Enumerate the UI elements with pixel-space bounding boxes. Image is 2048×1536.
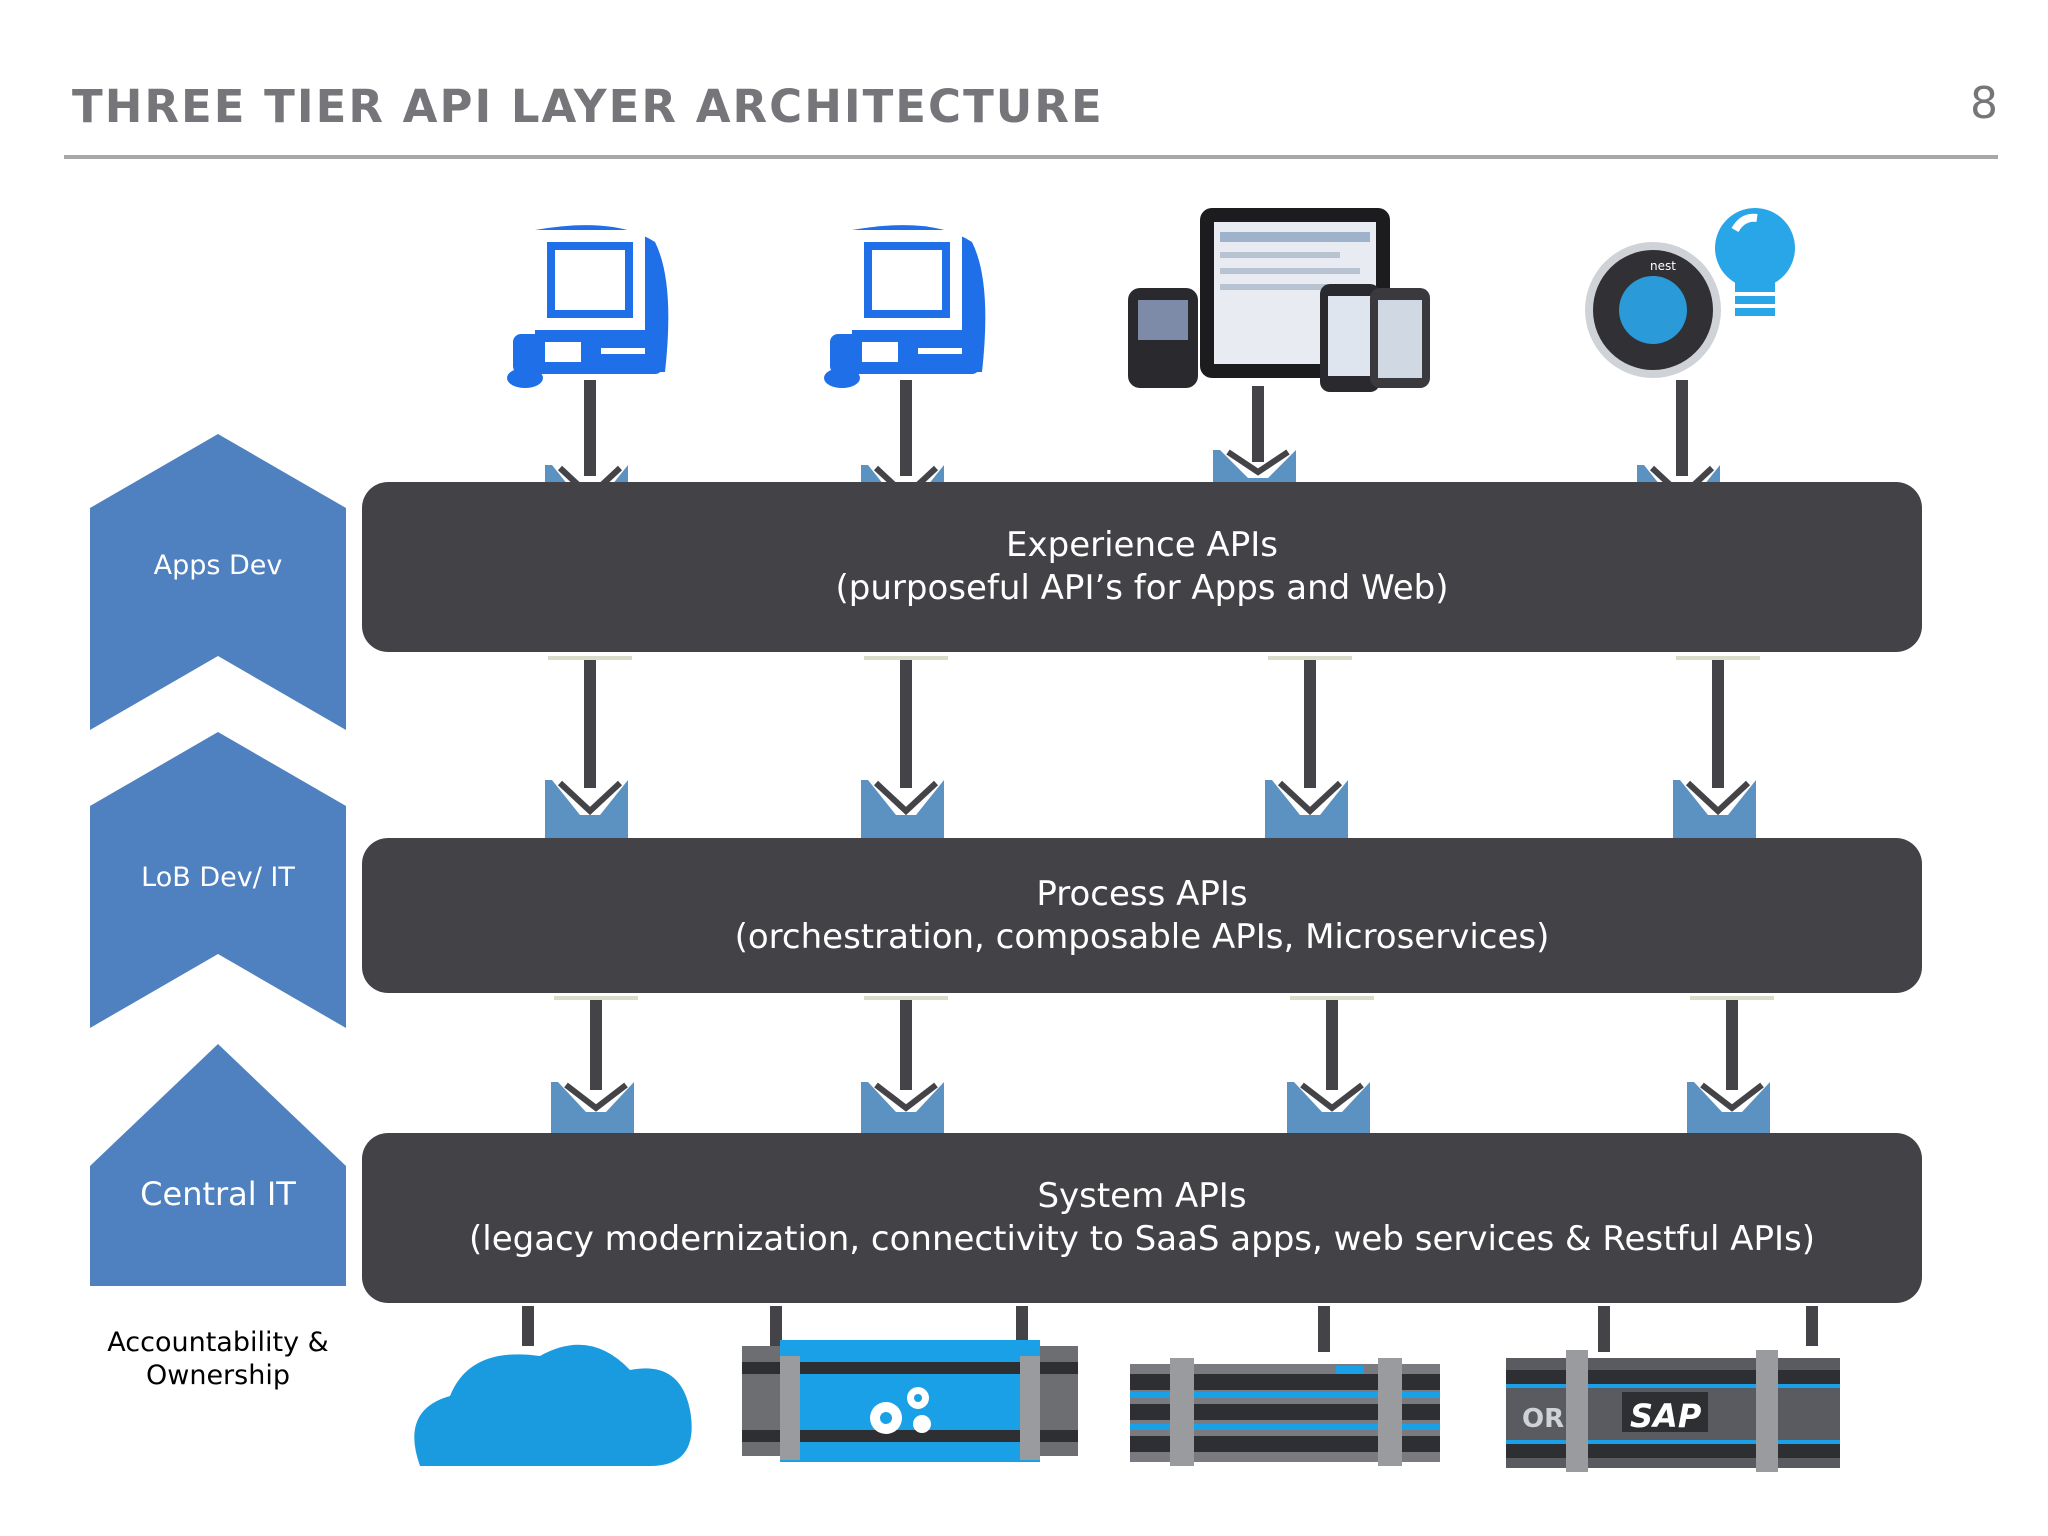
- oracle-logo-text: OR: [1522, 1404, 1565, 1434]
- backend-link: [1016, 1306, 1028, 1346]
- tier-description: (purposeful API’s for Apps and Web): [835, 568, 1449, 608]
- process-api-tier: Process APIs (orchestration, composable …: [362, 838, 1922, 993]
- title-divider: [64, 155, 1998, 159]
- sap-server-icon: [1506, 1350, 1840, 1472]
- tier-description: (orchestration, composable APIs, Microse…: [734, 916, 1550, 957]
- apps-dev-chevron: [90, 434, 346, 730]
- apps-dev-label: Apps Dev: [153, 550, 283, 581]
- lob-dev-label: LoB Dev/ IT: [141, 862, 295, 893]
- connector: [551, 996, 638, 1140]
- mobile-devices-icon: [1128, 208, 1430, 392]
- connector: [861, 656, 948, 850]
- backend-link: [522, 1306, 534, 1346]
- backend-link: [1598, 1306, 1610, 1352]
- backend-link: [1318, 1306, 1330, 1352]
- accountability-caption: Accountability & Ownership: [107, 1327, 329, 1391]
- lob-dev-chevron: [90, 732, 346, 1028]
- database-server-icon: [1130, 1358, 1440, 1466]
- slide-title: THREE TIER API LAYER ARCHITECTURE: [72, 80, 1104, 133]
- connector: [1265, 656, 1352, 850]
- desktop-computer-icon: [824, 225, 986, 388]
- connector: [1287, 996, 1374, 1140]
- tier-name: Experience APIs: [1006, 525, 1278, 565]
- connector: [545, 656, 632, 850]
- backend-link: [1806, 1306, 1818, 1346]
- desktop-computer-icon: [507, 225, 669, 388]
- page-number: 8: [1970, 78, 1998, 129]
- nest-logo-text: nest: [1650, 259, 1676, 273]
- connector: [1673, 656, 1760, 850]
- system-api-tier: System APIs (legacy modernization, conne…: [362, 1133, 1922, 1303]
- backend-link: [770, 1306, 782, 1346]
- tier-name: System APIs: [1037, 1176, 1247, 1216]
- central-it-arrow: [90, 1044, 346, 1286]
- sap-logo-text: SAP: [1630, 1397, 1702, 1435]
- cloud-icon: [414, 1344, 692, 1466]
- central-it-label: Central IT: [140, 1175, 296, 1213]
- gear-server-icon: [742, 1340, 1078, 1462]
- connector: [861, 996, 948, 1140]
- connector: [1687, 996, 1774, 1140]
- tier-name: Process APIs: [1036, 873, 1248, 914]
- connector: [1213, 386, 1296, 492]
- experience-api-tier: Experience APIs (purposeful API’s for Ap…: [362, 482, 1922, 652]
- tier-description: (legacy modernization, connectivity to S…: [469, 1219, 1815, 1259]
- thermostat-lightbulb-icon: [1585, 208, 1795, 378]
